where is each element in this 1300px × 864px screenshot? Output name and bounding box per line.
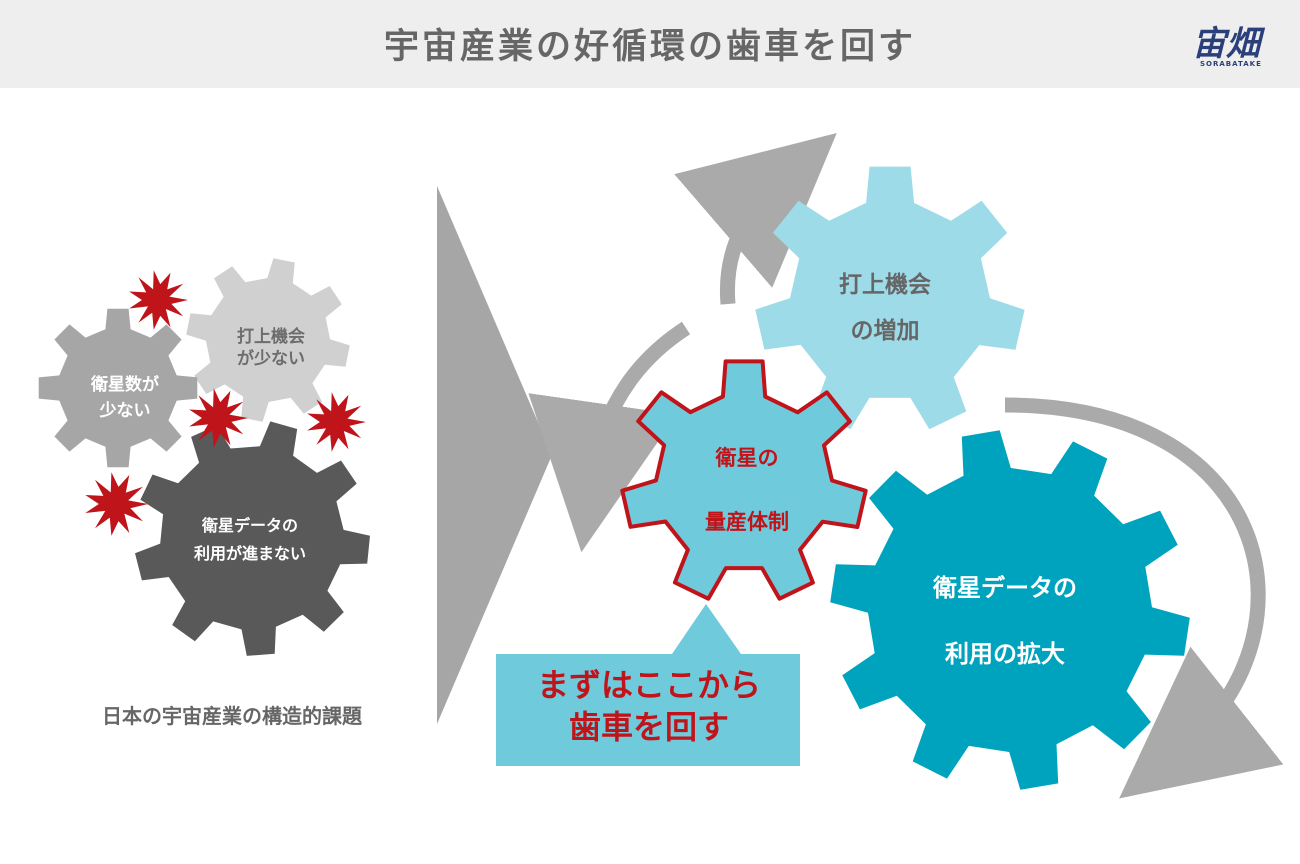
- page-title: 宇宙産業の好循環の歯車を回す: [383, 27, 916, 67]
- label-satellite-shortage: 衛星数が 少ない: [91, 375, 159, 421]
- left-caption: 日本の宇宙産業の構造的課題: [102, 704, 362, 728]
- header-bar: 宇宙産業の好循環の歯車を回す 宙畑 SORABATAKE: [0, 0, 1300, 88]
- cycle-arrow-top: [674, 133, 837, 305]
- label-data-expansion: 衛星データの 利用の拡大: [933, 574, 1077, 668]
- label-data-underuse: 衛星データの 利用が進まない: [193, 516, 306, 563]
- logo-subtitle: SORABATAKE: [1200, 60, 1262, 68]
- gear-data-underuse: [135, 421, 370, 656]
- logo-mark: 宙畑: [1192, 24, 1260, 64]
- cycle-arrow-right: [1004, 397, 1284, 799]
- red-burst-icon: [189, 388, 248, 448]
- gear-launch-increase: [755, 166, 1025, 430]
- label-mass-production: 衛星の 量産体制: [705, 446, 789, 534]
- sorabatake-logo: 宙畑 SORABATAKE: [1188, 12, 1278, 72]
- red-burst-icon: [85, 472, 148, 536]
- gear-data-expansion: [830, 430, 1190, 790]
- callout-text: まずはここから 歯車を回す: [536, 666, 761, 746]
- red-burst-icon: [307, 392, 366, 452]
- transition-arrow: [437, 186, 552, 724]
- label-launch-increase: 打上機会 の増加: [839, 272, 931, 344]
- red-burst-icon: [129, 270, 188, 330]
- callout-box: [496, 604, 800, 766]
- gear-mass-production: [620, 359, 868, 601]
- gear-launch-shortage: [186, 258, 350, 422]
- gear-satellite-shortage: [38, 308, 198, 468]
- cycle-arrow-left: [528, 321, 691, 553]
- label-launch-shortage: 打上機会 が少ない: [237, 327, 305, 369]
